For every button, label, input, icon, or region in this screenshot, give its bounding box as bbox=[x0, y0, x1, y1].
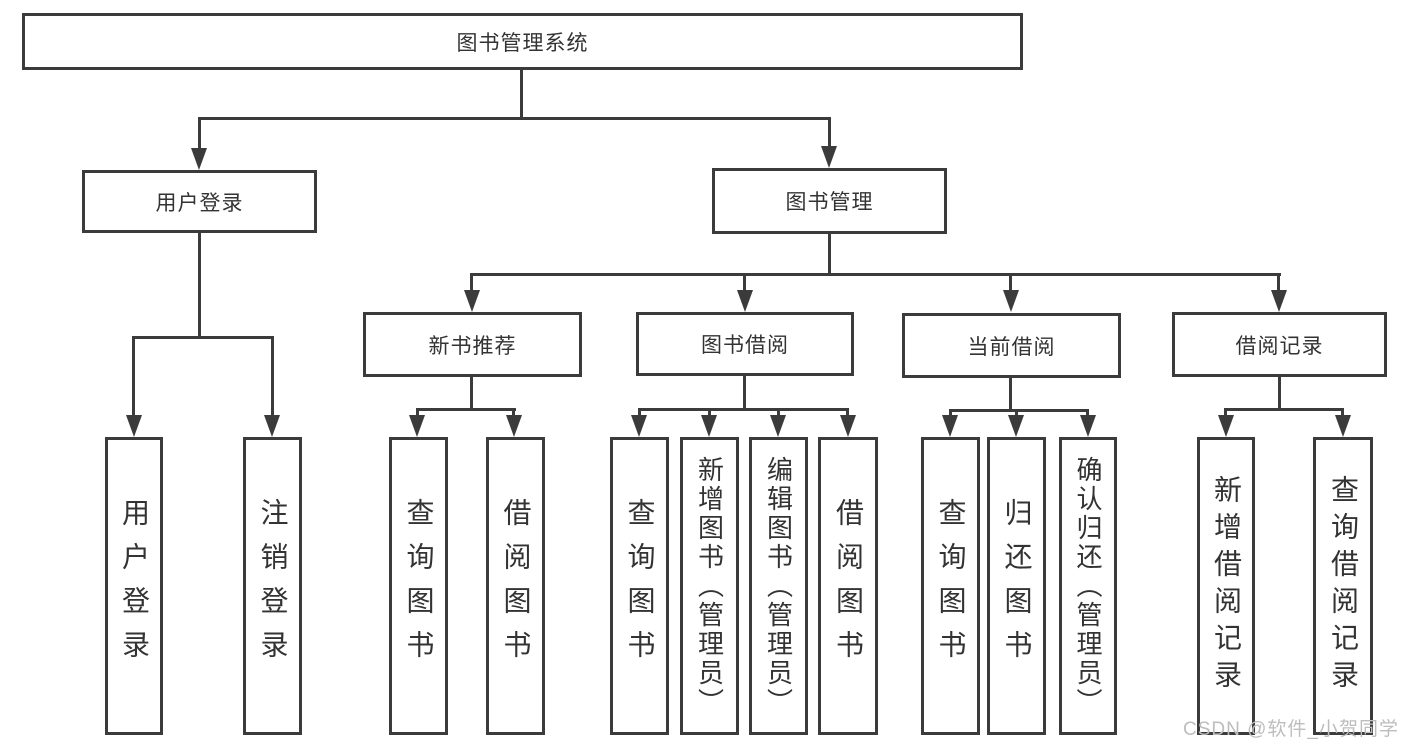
arrow-down-icon bbox=[737, 290, 753, 312]
connector-stem bbox=[1086, 409, 1089, 415]
leaf-borrow-books: 借阅图书 bbox=[486, 437, 545, 735]
connector-root-stem bbox=[520, 70, 523, 117]
leaf-add-books-admin: 新增图书（管理员） bbox=[680, 437, 739, 735]
arrow-down-icon bbox=[701, 415, 717, 437]
connector-stem bbox=[198, 117, 201, 148]
leaf-add-borrow-record: 新增借阅记录 bbox=[1197, 437, 1255, 735]
connector-stem bbox=[1341, 408, 1344, 415]
connector-root-branch bbox=[198, 117, 831, 120]
connector-stem bbox=[271, 336, 274, 415]
leaf-query-books: 查询图书 bbox=[389, 437, 448, 735]
leaf-query-books: 查询图书 bbox=[921, 437, 980, 735]
connector-stem bbox=[132, 336, 135, 415]
connector-stem bbox=[949, 409, 952, 415]
leaf-borrow-books: 借阅图书 bbox=[818, 437, 878, 735]
connector-stem bbox=[1009, 378, 1012, 409]
connector-branch bbox=[470, 273, 1281, 276]
connector-stem bbox=[708, 408, 711, 415]
node-user-login: 用户登录 bbox=[82, 170, 317, 233]
connector-stem bbox=[1009, 273, 1012, 290]
arrow-down-icon bbox=[464, 290, 480, 312]
arrow-down-icon bbox=[631, 415, 647, 437]
connector-stem bbox=[1278, 377, 1281, 408]
connector-stem bbox=[512, 408, 515, 415]
arrow-down-icon bbox=[1335, 415, 1351, 437]
connector-branch bbox=[949, 409, 1089, 412]
watermark: CSDN @软件_小贺同学 bbox=[1183, 719, 1399, 740]
node-book-borrowing: 图书借阅 bbox=[636, 312, 854, 376]
leaf-logout: 注销登录 bbox=[243, 437, 302, 735]
arrow-down-icon bbox=[1080, 415, 1096, 437]
connector-branch bbox=[132, 336, 274, 339]
arrow-down-icon bbox=[1008, 415, 1024, 437]
connector-stem bbox=[638, 408, 641, 415]
node-new-book-recommendation: 新书推荐 bbox=[363, 312, 582, 377]
arrow-down-icon bbox=[821, 146, 837, 168]
node-book-management: 图书管理 bbox=[712, 168, 947, 234]
connector-stem bbox=[1015, 409, 1018, 415]
connector-branch bbox=[638, 408, 849, 411]
arrow-down-icon bbox=[126, 415, 142, 437]
arrow-down-icon bbox=[264, 415, 280, 437]
connector-stem bbox=[777, 408, 780, 415]
leaf-edit-books-admin: 编辑图书（管理员） bbox=[749, 437, 808, 735]
arrow-down-icon bbox=[1271, 290, 1287, 312]
node-library-system: 图书管理系统 bbox=[22, 13, 1023, 70]
leaf-return-books: 归还图书 bbox=[987, 437, 1046, 735]
arrow-down-icon bbox=[1003, 290, 1019, 312]
arrow-down-icon bbox=[409, 415, 425, 437]
arrow-down-icon bbox=[506, 415, 522, 437]
connector-stem bbox=[828, 117, 831, 146]
connector-branch bbox=[416, 408, 516, 411]
arrow-down-icon bbox=[1218, 415, 1234, 437]
connector-stem bbox=[828, 234, 831, 273]
arrow-down-icon bbox=[840, 415, 856, 437]
connector-stem bbox=[846, 408, 849, 415]
leaf-user-login: 用户登录 bbox=[105, 437, 163, 735]
connector-branch bbox=[1224, 408, 1344, 411]
node-current-borrowing: 当前借阅 bbox=[902, 313, 1121, 378]
leaf-query-borrow-record: 查询借阅记录 bbox=[1313, 437, 1373, 735]
arrow-down-icon bbox=[770, 415, 786, 437]
connector-stem bbox=[416, 408, 419, 415]
leaf-query-books: 查询图书 bbox=[610, 437, 669, 735]
connector-stem bbox=[470, 273, 473, 290]
connector-stem bbox=[743, 273, 746, 290]
leaf-confirm-return-admin: 确认归还（管理员） bbox=[1059, 437, 1117, 735]
connector-stem bbox=[743, 376, 746, 408]
connector-stem bbox=[1224, 408, 1227, 415]
connector-stem bbox=[1277, 273, 1280, 290]
arrow-down-icon bbox=[942, 415, 958, 437]
arrow-down-icon bbox=[191, 148, 207, 170]
connector-stem bbox=[470, 377, 473, 408]
connector-stem bbox=[198, 233, 201, 336]
node-borrowing-records: 借阅记录 bbox=[1172, 312, 1387, 377]
